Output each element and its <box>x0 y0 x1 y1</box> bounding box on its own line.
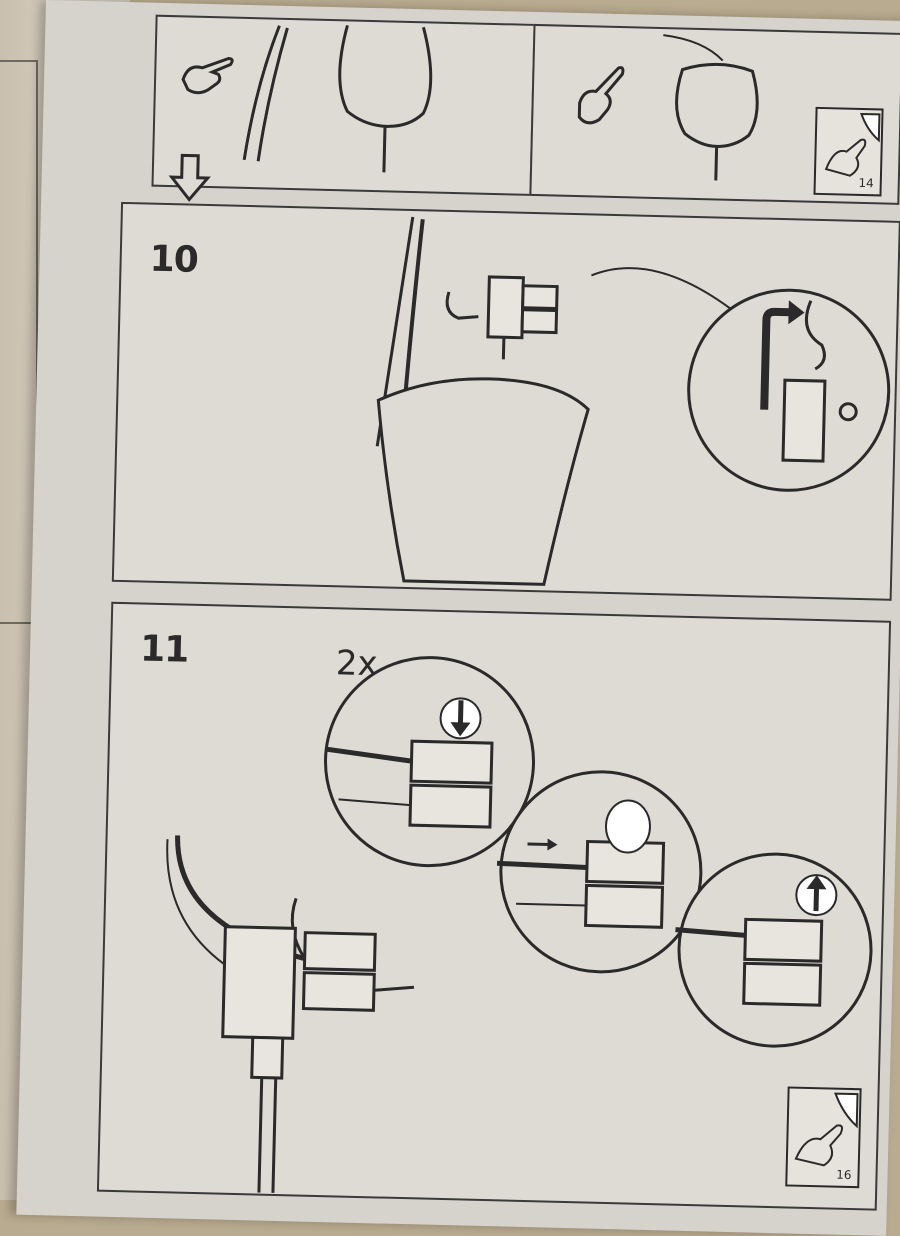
terminal-block-illustration <box>166 835 415 1193</box>
lamp-shade-illustration <box>338 24 433 173</box>
panel-step-11: 11 2x <box>96 601 892 1211</box>
page-reference-number: 16 <box>836 1167 852 1183</box>
instruction-page: 14 10 <box>16 0 900 1236</box>
lamp-shade-illustration <box>376 377 590 586</box>
detail-callout-2 <box>496 770 703 974</box>
pointing-hand-icon <box>181 56 234 95</box>
step-number: 11 <box>139 628 189 671</box>
panel-top-left <box>151 14 536 196</box>
push-arrow-icon <box>450 700 471 737</box>
panel-step-10: 10 <box>111 201 900 601</box>
detail-callout <box>591 267 891 492</box>
down-arrow-icon <box>168 153 211 202</box>
panel-top-right: 14 <box>529 23 900 205</box>
step-number: 10 <box>149 238 199 281</box>
pointing-hand-icon <box>577 66 625 125</box>
cable-illustration <box>242 25 289 162</box>
push-arrow-icon <box>760 300 805 410</box>
page-turn-icon: 14 <box>813 106 884 197</box>
detail-callout-3 <box>675 852 873 1048</box>
page-turn-icon: 16 <box>785 1086 862 1189</box>
page-reference-number: 14 <box>858 175 874 191</box>
lamp-shade-illustration <box>663 34 759 181</box>
terminal-block-illustration <box>445 275 559 360</box>
pull-arrow-icon <box>806 875 827 912</box>
detail-callout-1 <box>324 656 536 868</box>
